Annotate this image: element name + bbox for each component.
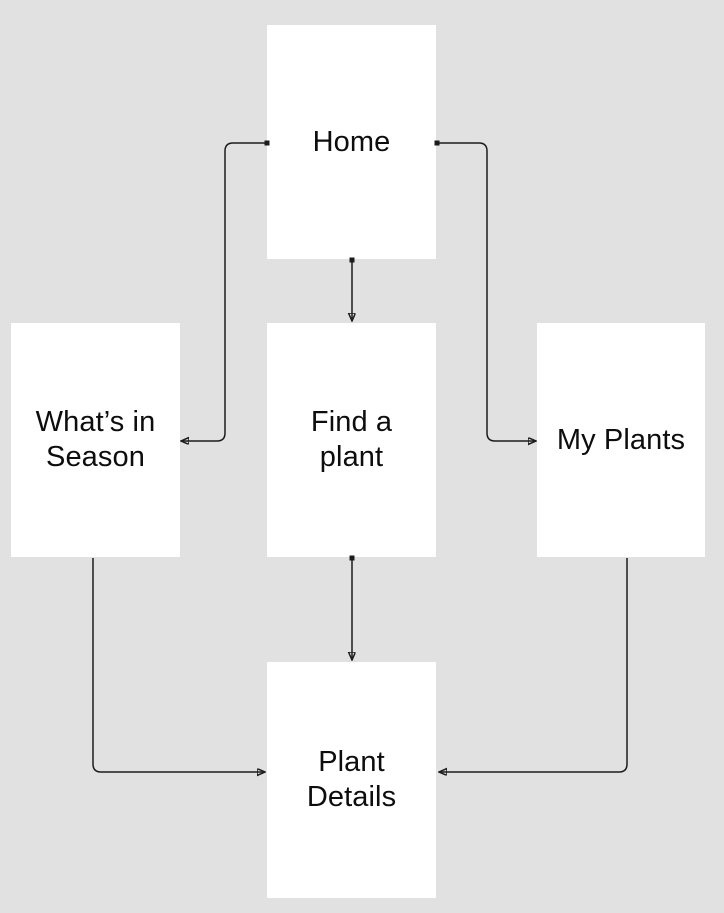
node-whats-in-season: What’s in Season bbox=[11, 323, 180, 557]
edge-home-to-whats-in-season bbox=[181, 143, 267, 441]
node-whats-in-season-label-line2: Season bbox=[46, 441, 145, 473]
node-my-plants: My Plants bbox=[537, 323, 705, 557]
node-plant-details-label-line1: Plant bbox=[318, 746, 385, 778]
edge-home-to-my-plants bbox=[437, 143, 536, 441]
node-whats-in-season-label-line1: What’s in bbox=[35, 406, 156, 438]
node-find-a-plant-label-line2: plant bbox=[319, 441, 384, 473]
node-home: Home bbox=[267, 25, 436, 259]
edge-whats-in-season-to-plant-details bbox=[92, 558, 265, 772]
node-find-a-plant: Find a plant bbox=[267, 323, 436, 557]
node-plant-details-label-line2: Details bbox=[306, 781, 397, 813]
node-find-a-plant-label-line1: Find a bbox=[310, 406, 393, 438]
node-home-label: Home bbox=[312, 125, 391, 158]
node-my-plants-label: My Plants bbox=[556, 423, 686, 456]
edge-my-plants-to-plant-details bbox=[439, 558, 628, 772]
node-plant-details: Plant Details bbox=[267, 662, 436, 898]
